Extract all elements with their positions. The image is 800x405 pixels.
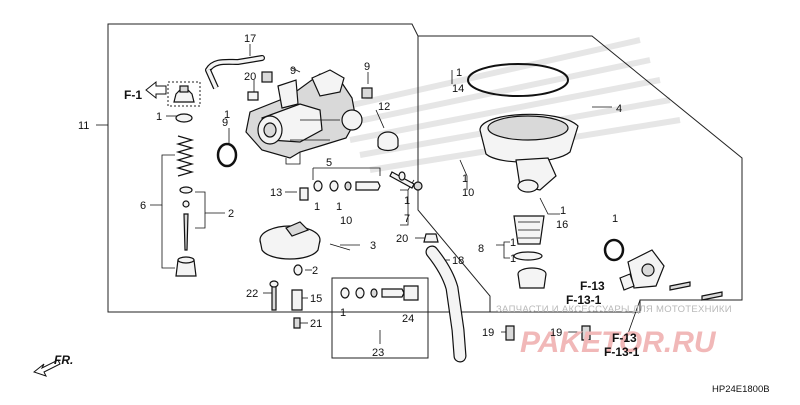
callout-9: 9 [290,65,296,77]
jet-needle [183,213,189,251]
pilot-screw-22 [271,285,277,311]
callout-1: 1 [336,201,342,213]
callout-12: 12 [378,101,390,113]
bolt-19a [505,325,515,341]
screw-21 [293,317,301,329]
callout-20: 20 [244,71,256,83]
ref-f13-upper: F-13 [580,279,605,293]
assembly-frame-float-chamber [418,35,743,313]
callout-1: 1 [510,237,516,249]
ref-f13-1-upper: F-13-1 [566,293,602,307]
callout-1: 1 [612,213,618,225]
ref-f13-lower: F-13 [612,331,637,345]
callout-9: 9 [364,61,370,73]
ref-f1: F-1 [124,88,142,102]
callout-9: 9 [222,117,228,129]
callout-1: 1 [340,307,346,319]
needle-clip [179,186,193,194]
front-label: FR. [54,353,73,367]
chamber-gasket [467,63,569,97]
callout-11: 11 [78,120,89,132]
callout-16: 16 [556,219,568,231]
ref-f13-1-lower: F-13-1 [604,345,640,359]
callout-2: 2 [312,265,318,277]
throttle-spring [175,135,195,177]
watermark-logo: PAKETOR.RU [520,326,717,359]
cover-3 [259,221,351,260]
callout-2: 2 [228,208,234,220]
washer-2 [293,264,303,276]
top-cap-assembly [167,81,201,123]
diagram-code: HP24E1800B [712,384,770,395]
leader-lines [96,44,641,344]
screw-13 [299,187,309,201]
watermark-text: ЗАПЧАСТИ И АКСЕССУАРЫ ДЛЯ МОТОТЕХНИКИ [496,304,732,315]
callout-1: 1 [156,111,162,123]
callout-24: 24 [402,313,414,325]
o-ring-8 [513,251,543,261]
callout-1: 1 [404,195,410,207]
callout-1: 1 [462,173,468,185]
assembly-frame-main [107,23,491,313]
callout-10: 10 [340,215,352,227]
float-chamber [479,113,579,193]
screw-set-24 [340,285,419,301]
clip-20 [247,91,259,101]
callout-14: 14 [452,83,464,95]
callout-17: 17 [244,33,256,45]
ref-arrow-left [145,80,167,100]
callout-23: 23 [372,347,384,359]
cap-12 [377,131,399,152]
callout-5: 5 [326,157,332,169]
bolt-19b [581,325,591,341]
callout-3: 3 [370,240,376,252]
callout-19: 19 [550,327,562,339]
callout-15: 15 [310,293,322,305]
callout-4: 4 [616,103,622,115]
front-direction-arrow [32,359,61,377]
screw-set-5 [313,180,381,192]
carburetor-body [245,69,363,165]
fuel-valve [619,249,665,291]
callout-18: 18 [452,255,464,267]
callout-6: 6 [140,200,146,212]
callout-22: 22 [246,288,258,300]
screw-15 [291,289,303,311]
callout-1: 1 [560,205,566,217]
callout-1: 1 [224,109,230,121]
callout-20: 20 [396,233,408,245]
callout-1: 1 [510,253,516,265]
filter-16 [513,215,545,245]
callout-19: 19 [482,327,494,339]
callout-1: 1 [314,201,320,213]
screw-7 [389,171,423,191]
clip-9 [261,71,273,83]
callout-8: 8 [478,243,484,255]
callout-7: 7 [404,213,410,225]
callout-21: 21 [310,318,322,330]
callout-13: 13 [270,187,282,199]
bolt-b [701,291,723,301]
o-ring-9 [216,142,238,168]
bolt-a [669,281,691,291]
assembly-frame-set-23 [331,277,429,359]
fitting-20 [423,233,439,243]
o-ring-right [603,238,625,262]
callout-10: 10 [462,187,474,199]
clip-9b [361,87,373,99]
callout-1: 1 [456,67,462,79]
